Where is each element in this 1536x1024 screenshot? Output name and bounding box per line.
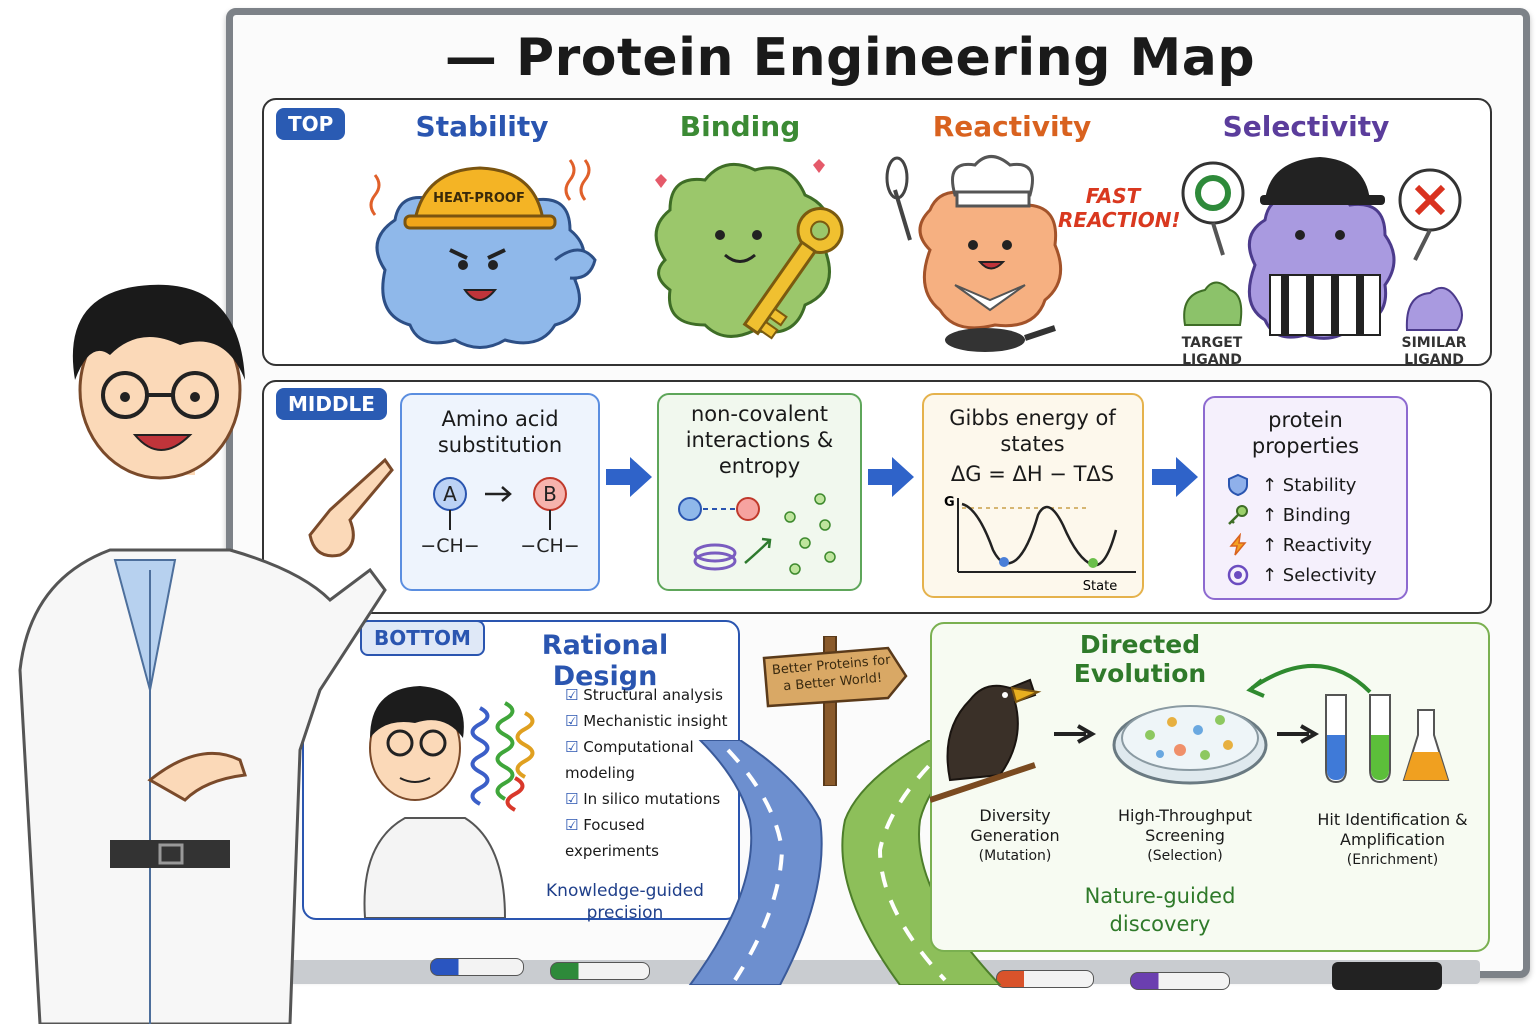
category-reactivity: Reactivity — [932, 110, 1092, 143]
step-hit-sub: (Enrichment) — [1346, 852, 1439, 868]
purple-marker — [1130, 972, 1230, 990]
property-row: ↑ Binding — [1226, 500, 1401, 530]
key-icon — [1228, 505, 1248, 525]
check-item: ☑ Structural analysis — [565, 682, 740, 708]
title-text: Protein Engineering Map — [516, 28, 1256, 88]
test-tubes — [1325, 694, 1450, 784]
finch-bird — [930, 678, 1042, 803]
step-hit-label: Hit Identification & Amplification — [1317, 810, 1468, 849]
checkbox-icon: ☑ — [565, 712, 584, 730]
gibbs-formula: ΔG = ΔH − TΔS — [950, 462, 1115, 486]
backbone-left: −CH− — [420, 535, 479, 557]
step-diversity-label: Diversity Generation — [970, 806, 1060, 845]
target-icon — [1227, 564, 1249, 586]
middle-tag: MIDDLE — [276, 388, 387, 420]
properties-list: ↑ Stability ↑ Binding ↑ Reactivity ↑ Sel… — [1226, 470, 1401, 590]
check-label: Structural analysis — [583, 686, 723, 704]
rational-checklist: ☑ Structural analysis ☑ Mechanistic insi… — [565, 682, 740, 864]
property-row: ↑ Selectivity — [1226, 560, 1401, 590]
property-binding: ↑ Binding — [1262, 504, 1351, 526]
check-item: ☑ In silico mutations — [565, 786, 740, 812]
binding-mascot — [654, 159, 844, 340]
fast-reaction-label: FAST REACTION! — [1058, 184, 1181, 232]
step-screening-sub: (Selection) — [1147, 848, 1223, 864]
check-item: ☑ Computational modeling — [565, 734, 740, 786]
directed-evolution-panel — [930, 622, 1490, 952]
property-row: ↑ Reactivity — [1226, 530, 1401, 560]
residue-b: B — [543, 482, 557, 506]
arrow-to-screening — [1054, 724, 1097, 744]
backbone-right: −CH− — [520, 535, 579, 557]
category-binding: Binding — [679, 110, 801, 143]
interaction-diagram — [678, 493, 836, 575]
arrow-2 — [868, 457, 914, 497]
top-tag: TOP — [276, 108, 346, 140]
energy-y-axis-label: G — [944, 495, 955, 510]
check-label: Focused experiments — [565, 816, 659, 860]
scientist-with-protein — [363, 686, 535, 918]
stability-mascot: HEAT-PROOF — [369, 159, 597, 349]
arrow-1 — [606, 457, 652, 497]
petri-dish — [1112, 705, 1268, 785]
cycle-arrow — [1246, 664, 1372, 698]
check-item: ☑ Mechanistic insight — [565, 708, 740, 734]
shield-icon — [1228, 473, 1248, 497]
energy-plot: G State — [944, 495, 1136, 594]
similar-ligand-label: SIMILAR LIGAND — [1401, 335, 1467, 368]
rational-footer: Knowledge-guided precision — [546, 881, 704, 923]
arrow-3 — [1152, 457, 1198, 497]
property-row: ↑ Stability — [1226, 470, 1401, 500]
reactivity-mascot — [885, 155, 1063, 352]
category-selectivity: Selectivity — [1222, 110, 1390, 143]
residue-a: A — [443, 482, 457, 506]
arrow-to-flasks — [1277, 724, 1320, 744]
red-marker — [996, 970, 1094, 988]
step-screening-label: High-Throughput Screening — [1117, 806, 1252, 845]
card1-title: Amino acid substitution — [437, 407, 563, 457]
card3-title: Gibbs energy of states — [949, 406, 1116, 456]
hat-label: HEAT-PROOF — [433, 191, 525, 206]
rational-design-title: Rational Design — [541, 630, 669, 692]
checkbox-icon: ☑ — [565, 816, 584, 834]
property-selectivity: ↑ Selectivity — [1262, 564, 1377, 586]
property-reactivity: ↑ Reactivity — [1262, 534, 1372, 556]
bottom-tag: BOTTOM — [360, 620, 485, 656]
step-diversity: Diversity Generation (Mutation) — [950, 806, 1080, 866]
energy-x-axis-label: State — [1083, 579, 1117, 594]
eraser — [1332, 962, 1442, 990]
directed-footer: Nature-guided discovery — [1084, 884, 1236, 936]
property-stability: ↑ Stability — [1262, 474, 1357, 496]
presenter-scientist — [18, 284, 394, 1024]
step-screening: High-Throughput Screening (Selection) — [1110, 806, 1260, 866]
checkbox-icon: ☑ — [565, 790, 584, 808]
check-item: ☑ Focused experiments — [565, 812, 740, 864]
blue-marker — [430, 958, 524, 976]
card4-title: protein properties — [1251, 408, 1360, 458]
checkbox-icon: ☑ — [565, 686, 584, 704]
check-label: In silico mutations — [583, 790, 721, 808]
card-gibbs-energy — [922, 393, 1144, 598]
directed-evolution-title: Directed Evolution — [1073, 630, 1207, 688]
step-diversity-sub: (Mutation) — [978, 848, 1052, 864]
substitution-diagram: A B −CH− −CH− — [420, 477, 580, 557]
selectivity-mascot — [1181, 157, 1463, 340]
lightning-icon — [1229, 533, 1247, 556]
checkbox-icon: ☑ — [565, 738, 584, 756]
green-marker — [550, 962, 650, 980]
check-label: Computational modeling — [565, 738, 694, 782]
target-ligand-label: TARGET LIGAND — [1181, 335, 1243, 368]
title-dash-left: — — [444, 28, 517, 88]
diverging-roads — [688, 740, 1002, 985]
category-stability: Stability — [415, 110, 549, 143]
step-hit: Hit Identification & Amplification (Enri… — [1310, 810, 1475, 870]
check-label: Mechanistic insight — [583, 712, 728, 730]
signpost — [762, 636, 908, 786]
card2-title: non-covalent interactions & entropy — [685, 402, 834, 478]
